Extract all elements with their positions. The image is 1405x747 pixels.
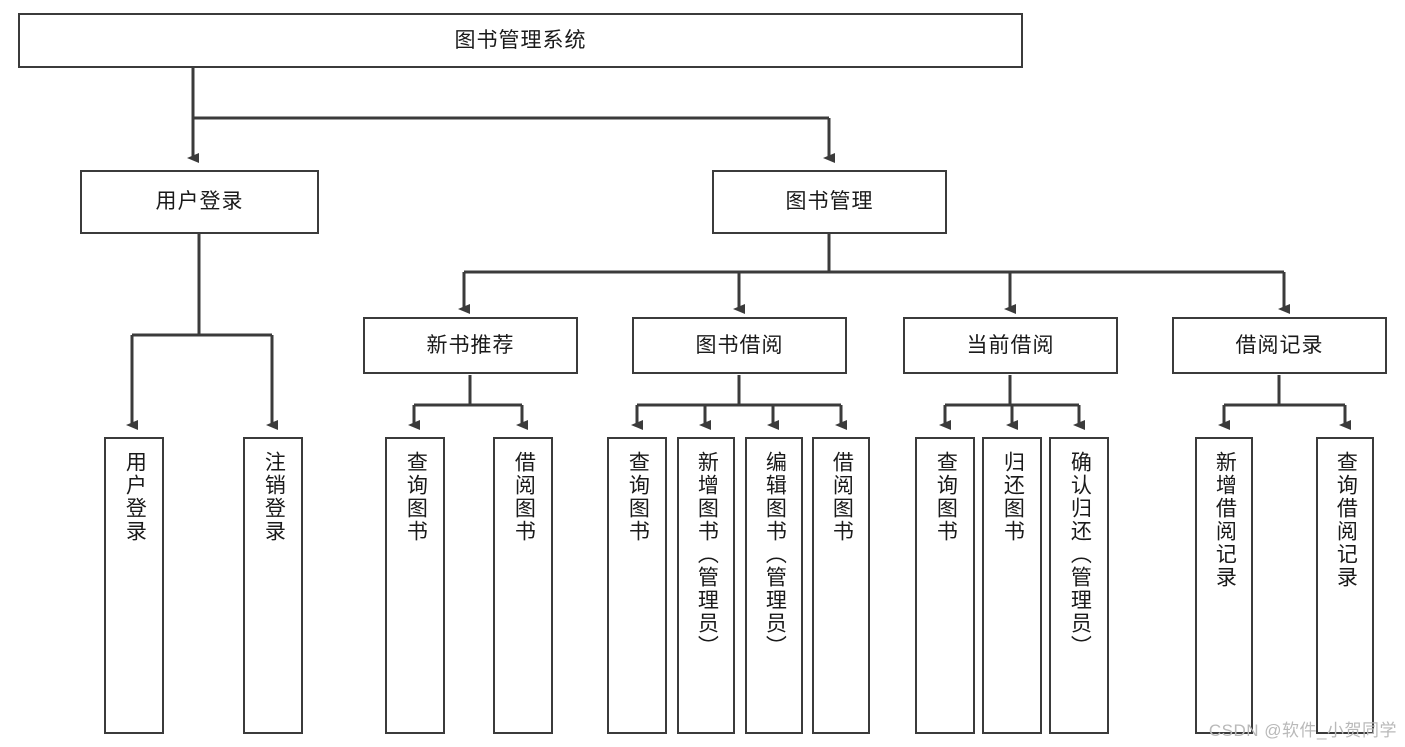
node-label: 用户登录 <box>123 451 147 543</box>
node-label: 借阅图书 <box>830 451 854 543</box>
node-label: 确认归还（管理员） <box>1068 451 1092 658</box>
node-label: 借阅图书 <box>512 451 536 543</box>
node-label: 图书管理系统 <box>454 28 587 52</box>
node-label: 新书推荐 <box>426 333 515 357</box>
node-label: 用户登录 <box>155 190 244 214</box>
node-label: 借阅记录 <box>1235 333 1324 357</box>
node-book-management-system[interactable]: 图书管理系统 <box>18 13 1023 68</box>
node-leaf-borrow-book-1[interactable]: 借阅图书 <box>493 437 553 734</box>
node-label: 注销登录 <box>262 451 286 543</box>
node-leaf-confirm-return[interactable]: 确认归还（管理员） <box>1049 437 1109 734</box>
node-current-borrow[interactable]: 当前借阅 <box>903 317 1118 374</box>
node-label: 编辑图书（管理员） <box>763 451 787 658</box>
node-leaf-query-borrow-record[interactable]: 查询借阅记录 <box>1316 437 1374 734</box>
node-label: 新增图书（管理员） <box>695 451 719 658</box>
node-label: 查询图书 <box>404 451 428 543</box>
node-user-login[interactable]: 用户登录 <box>80 170 319 234</box>
node-label: 图书管理 <box>785 190 874 214</box>
node-leaf-borrow-book-2[interactable]: 借阅图书 <box>812 437 870 734</box>
node-book-borrow[interactable]: 图书借阅 <box>632 317 847 374</box>
node-label: 查询图书 <box>626 451 650 543</box>
node-book-management[interactable]: 图书管理 <box>712 170 947 234</box>
node-leaf-query-book-2[interactable]: 查询图书 <box>607 437 667 734</box>
node-label: 新增借阅记录 <box>1213 451 1237 589</box>
node-leaf-return-book[interactable]: 归还图书 <box>982 437 1042 734</box>
node-label: 当前借阅 <box>966 333 1055 357</box>
node-leaf-user-login[interactable]: 用户登录 <box>104 437 164 734</box>
node-new-book-recommend[interactable]: 新书推荐 <box>363 317 578 374</box>
node-label: 归还图书 <box>1001 451 1025 543</box>
node-leaf-logout-login[interactable]: 注销登录 <box>243 437 303 734</box>
node-leaf-add-borrow-record[interactable]: 新增借阅记录 <box>1195 437 1253 734</box>
node-leaf-edit-book[interactable]: 编辑图书（管理员） <box>745 437 803 734</box>
node-leaf-query-book-1[interactable]: 查询图书 <box>385 437 445 734</box>
node-label: 图书借阅 <box>695 333 784 357</box>
node-label: 查询借阅记录 <box>1334 451 1358 589</box>
watermark-text: CSDN @软件_小贺同学 <box>1208 721 1397 740</box>
node-leaf-query-book-3[interactable]: 查询图书 <box>915 437 975 734</box>
node-leaf-add-book[interactable]: 新增图书（管理员） <box>677 437 735 734</box>
node-borrow-record[interactable]: 借阅记录 <box>1172 317 1387 374</box>
node-label: 查询图书 <box>934 451 958 543</box>
